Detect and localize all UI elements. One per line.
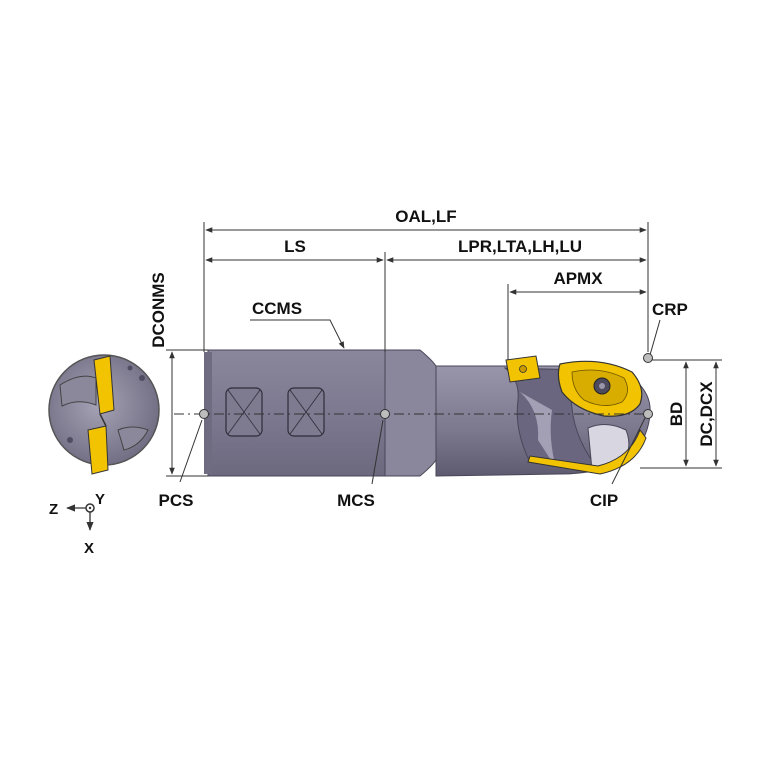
axis-x-label: X (84, 540, 94, 557)
end-view-flute-top (59, 375, 97, 407)
leader-cip (611, 417, 646, 485)
mcs-point (380, 409, 390, 419)
end-view-insert-top (93, 355, 115, 415)
label-mcs: MCS (337, 491, 375, 510)
label-crp: CRP (652, 300, 688, 319)
label-apmx: APMX (553, 269, 603, 288)
wrench-flat-left-cross-2 (227, 389, 261, 435)
end-view (48, 354, 160, 475)
reference-points (199, 353, 653, 419)
wrench-flat-left (225, 387, 263, 437)
label-oal-lf: OAL,LF (395, 207, 456, 226)
leader-crp (649, 319, 661, 356)
label-ccms: CCMS (252, 299, 302, 318)
label-lpr-lta-lh-lu: LPR,LTA,LH,LU (458, 237, 582, 256)
end-view-edge (99, 413, 107, 427)
end-view-hole-right (139, 375, 145, 381)
tool-side-view (204, 349, 651, 477)
insert-main-screw-center (599, 383, 605, 389)
wrench-flat-right-cross-2 (289, 389, 323, 435)
axis-indicator: Z Y X (49, 491, 105, 557)
end-view-flute-bottom (117, 426, 149, 451)
end-view-hole-left (67, 437, 73, 443)
label-ls: LS (284, 237, 306, 256)
label-pcs: PCS (159, 491, 194, 510)
leader-mcs (371, 419, 384, 485)
chip-flute-highlight (520, 392, 556, 468)
cip-point (643, 409, 653, 419)
wrench-flat-right (287, 387, 325, 437)
label-cip: CIP (590, 491, 618, 510)
crp-point (643, 353, 653, 363)
label-dc-dcx: DC,DCX (697, 381, 716, 447)
axis-z-label: Z (49, 501, 58, 518)
end-view-insert-bottom (87, 425, 109, 475)
insert-small-screw (519, 365, 527, 373)
end-view-hole-top (127, 365, 133, 371)
neck-taper (384, 349, 437, 477)
insert-lower-edge (527, 428, 647, 475)
label-bd: BD (667, 402, 686, 427)
leader-ccms (250, 319, 345, 349)
label-dconms: DCONMS (149, 272, 168, 348)
leader-pcs (179, 419, 203, 483)
pcs-point (199, 409, 209, 419)
axis-origin-dot (88, 506, 92, 510)
dimension-lines (166, 222, 722, 485)
axis-y-label: Y (95, 491, 105, 508)
